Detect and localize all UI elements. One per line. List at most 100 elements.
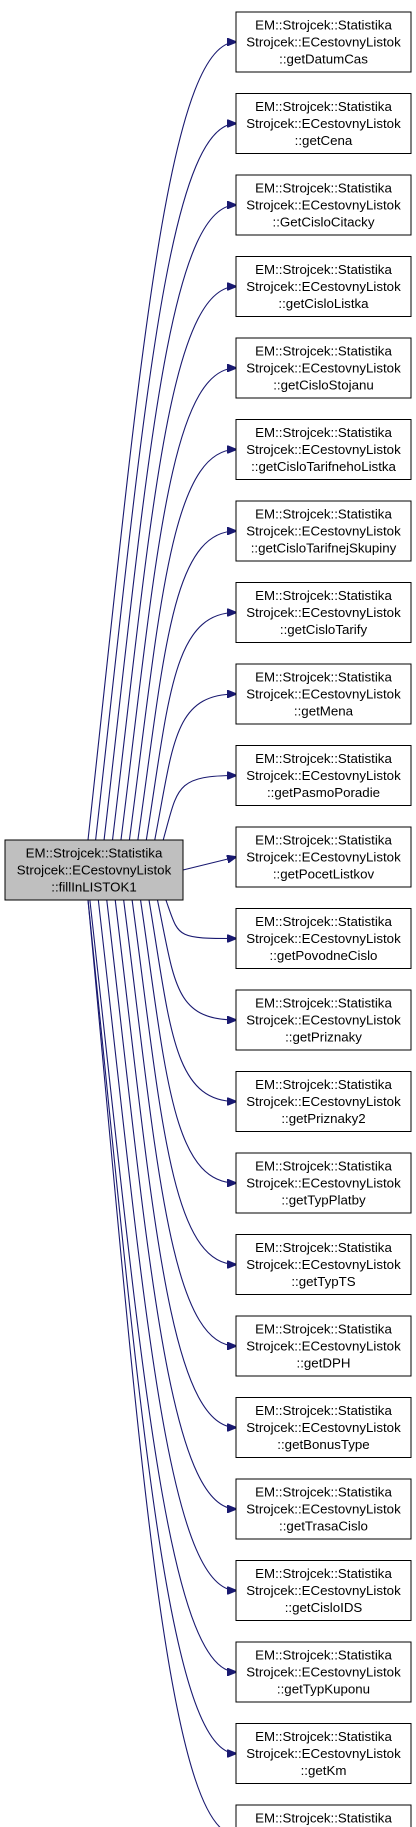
target-node-getCisloListka[interactable]: EM::Strojcek::StatistikaStrojcek::ECesto… xyxy=(235,256,412,317)
target-node-getTypPlatby-label-line-1: EM::Strojcek::Statistika xyxy=(255,1159,392,1174)
target-node-getTypKuponu-box xyxy=(235,1641,412,1703)
target-node-getTypTS[interactable]: EM::Strojcek::StatistikaStrojcek::ECesto… xyxy=(235,1234,412,1295)
call-edge-getPriznaky xyxy=(156,899,236,1020)
target-node-GetCisloCitacky[interactable]: EM::Strojcek::StatistikaStrojcek::ECesto… xyxy=(235,174,412,236)
call-edge-getPovodneCislo xyxy=(165,899,236,939)
target-node-getMena-label-line-2: Strojcek::ECestovnyListok xyxy=(246,687,401,702)
target-node-getDatumCas[interactable]: EM::Strojcek::StatistikaStrojcek::ECesto… xyxy=(235,11,412,73)
target-node-getBonusType[interactable]: EM::Strojcek::StatistikaStrojcek::ECesto… xyxy=(235,1397,412,1458)
target-node-GetCisloCitacky-label-line-1: EM::Strojcek::Statistika xyxy=(255,181,392,196)
target-node-getPocetListkov-label-line-1: EM::Strojcek::Statistika xyxy=(255,833,392,848)
target-node-getDPH[interactable]: EM::Strojcek::StatistikaStrojcek::ECesto… xyxy=(235,1315,412,1377)
target-node-getTypKuponu-label-line-2: Strojcek::ECestovnyListok xyxy=(246,1665,401,1680)
target-node-getKm-label-line-2: Strojcek::ECestovnyListok xyxy=(246,1746,401,1761)
target-node-getCisloIDS-label-line-2: Strojcek::ECestovnyListok xyxy=(246,1583,401,1598)
target-node-getCena-box xyxy=(235,93,412,154)
call-edge-getMena xyxy=(154,694,236,841)
target-node-getDPH-box xyxy=(235,1315,412,1377)
target-node-getTypKuponu-label-line-1: EM::Strojcek::Statistika xyxy=(255,1648,392,1663)
target-node-getTypPlatby[interactable]: EM::Strojcek::StatistikaStrojcek::ECesto… xyxy=(235,1152,412,1214)
target-node-getTypPlatby-label-line-2: Strojcek::ECestovnyListok xyxy=(246,1176,401,1191)
target-node-getCisloTarify-box xyxy=(235,582,412,643)
target-node-getCisloIDS-box xyxy=(235,1560,412,1621)
target-node-getCisloTarifnejSkupiny-box xyxy=(235,500,412,562)
target-node-getKm[interactable]: EM::Strojcek::StatistikaStrojcek::ECesto… xyxy=(235,1723,412,1784)
target-node-getCisloIDS-label-line-1: EM::Strojcek::Statistika xyxy=(255,1566,392,1581)
target-node-getPovodneCislo-box xyxy=(235,908,412,969)
target-node-getDPH-label-line-1: EM::Strojcek::Statistika xyxy=(255,1322,392,1337)
call-edge-getPocetListkov xyxy=(182,857,236,871)
target-node-getPriznaky2-label-line-3: ::getPriznaky2 xyxy=(281,1111,365,1126)
target-node-getTypTS-label-line-3: ::getTypTS xyxy=(291,1274,355,1289)
target-node-getCisloListka-label-line-1: EM::Strojcek::Statistika xyxy=(255,262,392,277)
target-node-getTrasaCislo[interactable]: EM::Strojcek::StatistikaStrojcek::ECesto… xyxy=(235,1478,412,1540)
target-node-getBonusType-label-line-1: EM::Strojcek::Statistika xyxy=(255,1403,392,1418)
target-node-getCisloStojanu-label-line-3: ::getCisloStojanu xyxy=(273,378,374,393)
source-node-fillInLISTOK1[interactable]: EM::Strojcek::StatistikaStrojcek::ECesto… xyxy=(4,839,184,901)
call-edge-GetTransactionDetail xyxy=(87,899,221,1827)
target-node-GetTransactionDetail-box xyxy=(235,1804,412,1827)
target-node-getPocetListkov-label-line-3: ::getPocetListkov xyxy=(273,867,375,882)
target-node-getPriznaky-label-line-1: EM::Strojcek::Statistika xyxy=(255,996,392,1011)
target-node-getCisloTarifnehoListka-label-line-2: Strojcek::ECestovnyListok xyxy=(246,442,401,457)
target-node-getMena-box xyxy=(235,663,412,725)
call-edge-getTrasaCislo xyxy=(106,899,236,1509)
target-node-getPocetListkov[interactable]: EM::Strojcek::StatistikaStrojcek::ECesto… xyxy=(235,826,412,888)
target-node-getKm-label-line-1: EM::Strojcek::Statistika xyxy=(255,1729,392,1744)
target-node-getPriznaky[interactable]: EM::Strojcek::StatistikaStrojcek::ECesto… xyxy=(235,989,412,1051)
call-edges xyxy=(87,42,236,1827)
target-node-getCisloIDS[interactable]: EM::Strojcek::StatistikaStrojcek::ECesto… xyxy=(235,1560,412,1621)
target-node-getMena-label-line-3: ::getMena xyxy=(294,704,354,719)
target-node-getTypKuponu-label-line-3: ::getTypKuponu xyxy=(277,1682,370,1697)
target-node-getPasmoPoradie-label-line-2: Strojcek::ECestovnyListok xyxy=(246,768,401,783)
call-edge-getTypTS xyxy=(131,899,236,1265)
source-node-fillInLISTOK1-label-line-3: ::fillInLISTOK1 xyxy=(51,880,136,895)
call-edge-getCisloTarifnejSkupiny xyxy=(137,531,236,841)
call-edge-getDatumCas xyxy=(87,42,236,841)
target-node-getCisloTarifnehoListka[interactable]: EM::Strojcek::StatistikaStrojcek::ECesto… xyxy=(235,419,412,480)
target-node-getCisloStojanu-box xyxy=(235,337,412,399)
target-node-getCisloTarifnehoListka-box xyxy=(235,419,412,480)
call-edge-getCisloTarify xyxy=(145,613,236,841)
target-node-getDatumCas-label-line-2: Strojcek::ECestovnyListok xyxy=(246,35,401,50)
target-node-getDPH-label-line-2: Strojcek::ECestovnyListok xyxy=(246,1339,401,1354)
target-node-getCena-label-line-3: ::getCena xyxy=(295,133,353,148)
target-node-getCisloTarifnejSkupiny-label-line-1: EM::Strojcek::Statistika xyxy=(255,507,392,522)
target-node-getTrasaCislo-label-line-2: Strojcek::ECestovnyListok xyxy=(246,1502,401,1517)
target-node-getPriznaky2-label-line-2: Strojcek::ECestovnyListok xyxy=(246,1094,401,1109)
call-edge-getPasmoPoradie xyxy=(162,776,236,841)
target-node-getCisloTarify[interactable]: EM::Strojcek::StatistikaStrojcek::ECesto… xyxy=(235,582,412,643)
target-node-getDatumCas-label-line-1: EM::Strojcek::Statistika xyxy=(255,18,392,33)
target-node-getCisloTarifnejSkupiny-label-line-3: ::getCisloTarifnejSkupiny xyxy=(251,541,397,556)
target-node-getCisloListka-box xyxy=(235,256,412,317)
target-node-getTypPlatby-label-line-3: ::getTypPlatby xyxy=(281,1193,366,1208)
target-node-getMena-label-line-1: EM::Strojcek::Statistika xyxy=(255,670,392,685)
target-node-getCisloStojanu[interactable]: EM::Strojcek::StatistikaStrojcek::ECesto… xyxy=(235,337,412,399)
target-node-getPriznaky-label-line-3: ::getPriznaky xyxy=(285,1030,362,1045)
target-node-getCisloTarifnejSkupiny[interactable]: EM::Strojcek::StatistikaStrojcek::ECesto… xyxy=(235,500,412,562)
target-node-getPriznaky-label-line-2: Strojcek::ECestovnyListok xyxy=(246,1013,401,1028)
target-node-getMena[interactable]: EM::Strojcek::StatistikaStrojcek::ECesto… xyxy=(235,663,412,725)
source-node-fillInLISTOK1-label-line-1: EM::Strojcek::Statistika xyxy=(26,846,163,861)
target-node-getPriznaky2-label-line-1: EM::Strojcek::Statistika xyxy=(255,1077,392,1092)
target-node-getPasmoPoradie[interactable]: EM::Strojcek::StatistikaStrojcek::ECesto… xyxy=(235,745,412,806)
target-node-getPovodneCislo[interactable]: EM::Strojcek::StatistikaStrojcek::ECesto… xyxy=(235,908,412,969)
target-node-getCena-label-line-2: Strojcek::ECestovnyListok xyxy=(246,116,401,131)
target-node-getPocetListkov-label-line-2: Strojcek::ECestovnyListok xyxy=(246,850,401,865)
target-node-getTrasaCislo-box xyxy=(235,1478,412,1540)
target-node-getKm-label-line-3: ::getKm xyxy=(301,1763,347,1778)
target-node-GetTransactionDetail[interactable]: EM::Strojcek::StatistikaStrojcek::ECesto… xyxy=(235,1804,412,1827)
target-node-getTypPlatby-box xyxy=(235,1152,412,1214)
call-edge-getCisloStojanu xyxy=(120,368,236,841)
target-node-getPovodneCislo-label-line-3: ::getPovodneCislo xyxy=(270,948,378,963)
target-node-getPriznaky2[interactable]: EM::Strojcek::StatistikaStrojcek::ECesto… xyxy=(235,1071,412,1132)
call-edge-getCisloIDS xyxy=(97,899,236,1591)
function-nodes: EM::Strojcek::StatistikaStrojcek::ECesto… xyxy=(4,11,412,1827)
target-node-getPovodneCislo-label-line-2: Strojcek::ECestovnyListok xyxy=(246,931,401,946)
target-node-getTrasaCislo-label-line-1: EM::Strojcek::Statistika xyxy=(255,1485,392,1500)
target-node-getTypKuponu[interactable]: EM::Strojcek::StatistikaStrojcek::ECesto… xyxy=(235,1641,412,1703)
call-edge-getPriznaky2 xyxy=(148,899,236,1102)
target-node-getBonusType-label-line-3: ::getBonusType xyxy=(277,1437,369,1452)
target-node-getCisloTarify-label-line-2: Strojcek::ECestovnyListok xyxy=(246,605,401,620)
target-node-getCena[interactable]: EM::Strojcek::StatistikaStrojcek::ECesto… xyxy=(235,93,412,154)
